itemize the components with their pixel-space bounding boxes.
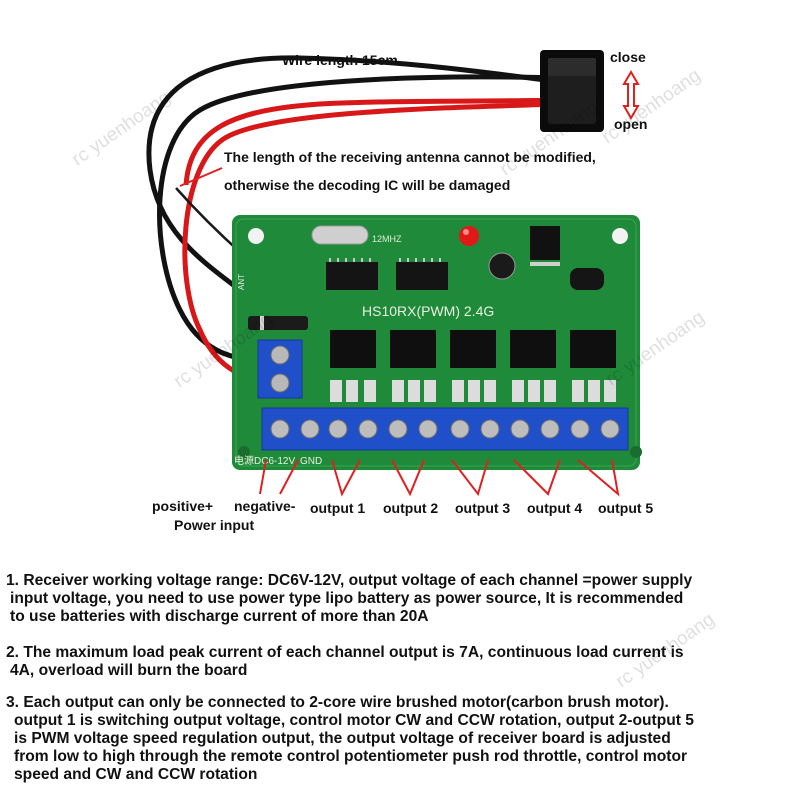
power-input-label: Power input <box>174 517 255 533</box>
note-1-line: 1. Receiver working voltage range: DC6V-… <box>6 572 693 589</box>
positive-label: positive+ <box>152 498 214 514</box>
crystal-label: 12MHZ <box>372 234 402 244</box>
note-3-line: 3. Each output can only be connected to … <box>6 694 669 711</box>
note-3-line: output 1 is switching output voltage, co… <box>14 712 694 729</box>
note-1-line: input voltage, you need to use power typ… <box>10 590 684 607</box>
switch-open-label: open <box>614 116 648 132</box>
switch-close-label: close <box>610 49 646 65</box>
note-1: 1. Receiver working voltage range: DC6V-… <box>6 572 798 626</box>
output-pointers <box>259 459 620 497</box>
power-wire-black <box>157 74 561 363</box>
antenna-note-line2: otherwise the decoding IC will be damage… <box>224 177 511 193</box>
gnd-silk-label: GND <box>300 456 322 467</box>
output-2-label: output 2 <box>383 500 439 516</box>
pcb-board: 12MHZ HS10RX(PWM) 2.4G ANT <box>232 215 642 470</box>
ant-label: ANT <box>237 274 246 290</box>
antenna-pointer <box>179 167 223 187</box>
product-photo: 12MHZ HS10RX(PWM) 2.4G ANT <box>146 50 642 497</box>
rocker-switch <box>540 50 604 132</box>
negative-label: negative- <box>234 498 296 514</box>
wire-length-label: Wire length 15cm <box>282 52 398 68</box>
output-1-label: output 1 <box>310 500 366 516</box>
note-1-line: to use batteries with discharge current … <box>10 608 429 625</box>
power-wire-red <box>182 101 561 383</box>
output-3-label: output 3 <box>455 500 511 516</box>
note-3-line: speed and CW and CCW rotation <box>14 766 258 783</box>
note-2-line: 4A, overload will burn the board <box>10 662 248 679</box>
output-4-label: output 4 <box>527 500 583 516</box>
switch-arrow-icon <box>622 70 640 120</box>
red-wire <box>183 97 561 186</box>
note-2: 2. The maximum load peak current of each… <box>6 644 798 680</box>
note-3-line: is PWM voltage speed regulation output, … <box>14 730 671 747</box>
power-silk-label: 电源DC6-12V <box>234 454 295 467</box>
note-3-line: from low to high through the remote cont… <box>14 748 688 765</box>
board-model-label: HS10RX(PWM) 2.4G <box>362 303 494 319</box>
note-2-line: 2. The maximum load peak current of each… <box>6 644 684 661</box>
note-3: 3. Each output can only be connected to … <box>6 694 798 784</box>
antenna-note-line1: The length of the receiving antenna cann… <box>224 149 596 165</box>
output-5-label: output 5 <box>598 500 654 516</box>
